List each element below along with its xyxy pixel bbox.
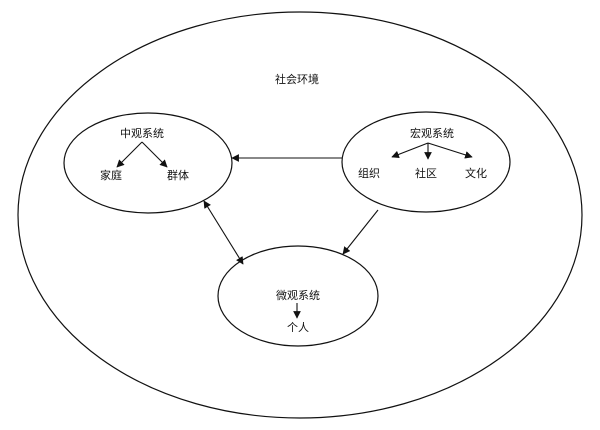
- micro-system-ellipse: [217, 245, 379, 347]
- meso-system-label: 中观系统: [120, 127, 164, 140]
- meso-to-family-arrow: [116, 141, 143, 168]
- social-environment-label: 社会环境: [275, 72, 319, 86]
- meso-micro-bidirectional-arrow: [203, 200, 244, 265]
- meso-system-ellipse: [63, 112, 233, 214]
- group-label: 群体: [167, 168, 189, 182]
- individual-label: 个人: [287, 321, 309, 334]
- macro-to-micro-arrow: [342, 209, 379, 255]
- macro-system-ellipse: [341, 111, 511, 213]
- family-label: 家庭: [100, 168, 122, 182]
- macro-to-culture-arrow: [427, 142, 473, 159]
- organization-label: 组织: [358, 166, 380, 180]
- micro-system-label: 微观系统: [276, 288, 320, 302]
- community-label: 社区: [415, 166, 437, 180]
- social-environment-ellipse: [17, 11, 583, 419]
- meso-to-group-arrow: [141, 141, 168, 168]
- macro-system-label: 宏观系统: [410, 126, 454, 140]
- macro-to-organization-arrow: [391, 142, 429, 159]
- culture-label: 文化: [465, 166, 487, 180]
